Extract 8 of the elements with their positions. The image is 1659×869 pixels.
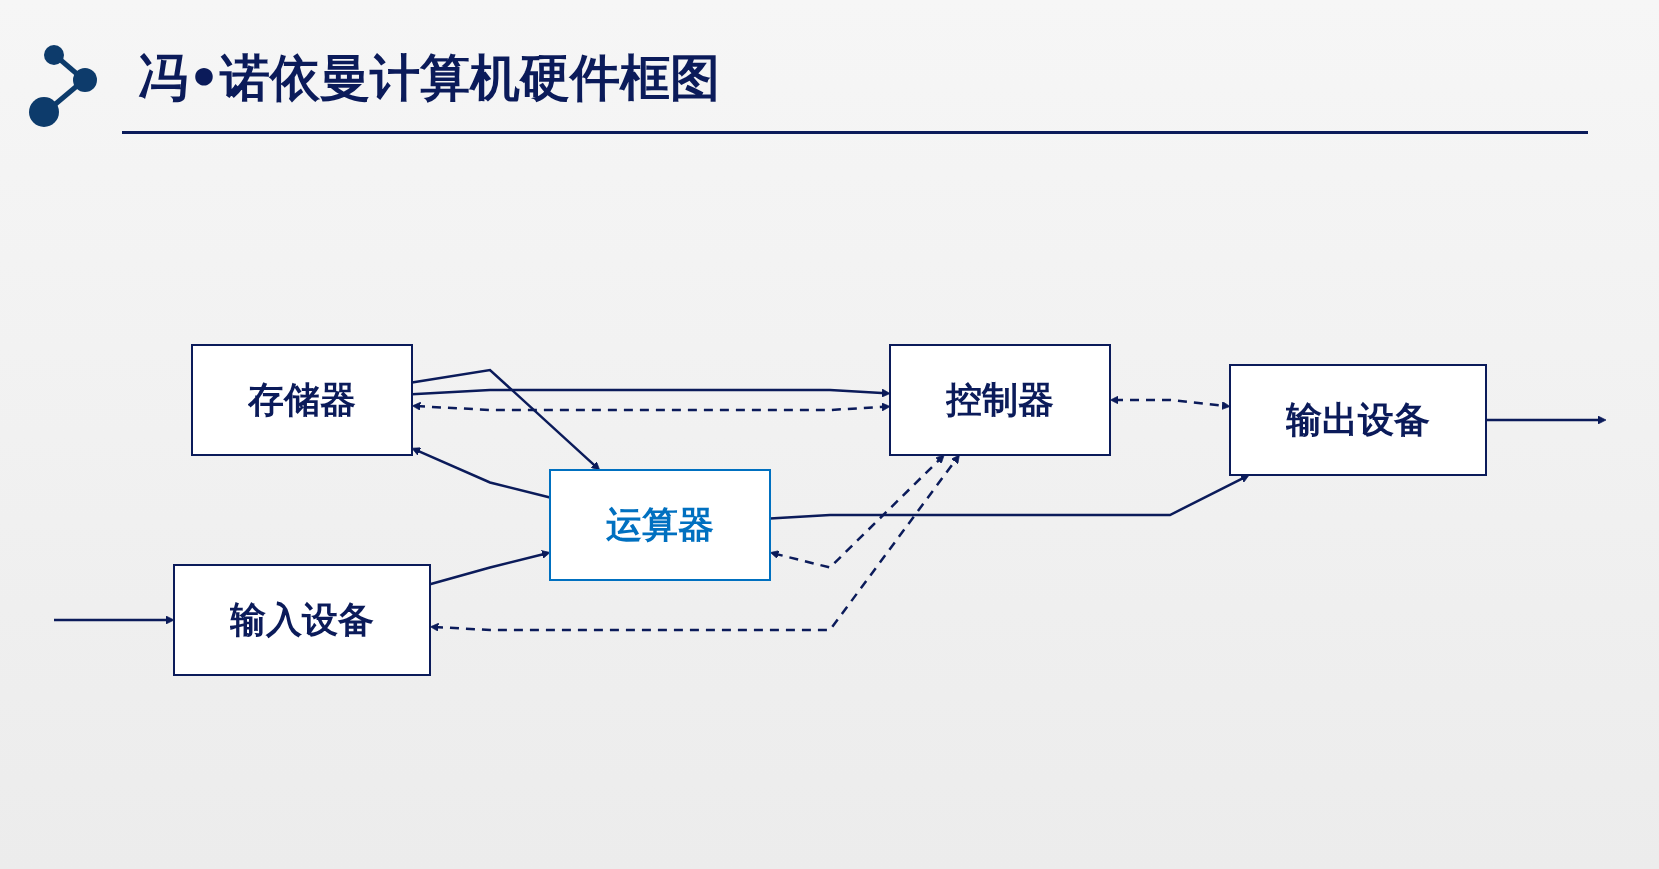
dashed-arrow <box>1110 395 1231 410</box>
dashed-arrow <box>412 401 891 412</box>
dashed-arrow <box>770 454 945 569</box>
title: 冯•诺依曼计算机硬件框图 <box>138 48 720 109</box>
dashed-arrow <box>430 454 960 632</box>
process-box: 运算器 <box>549 469 771 581</box>
arrow <box>54 615 175 625</box>
arrow <box>1486 415 1607 425</box>
